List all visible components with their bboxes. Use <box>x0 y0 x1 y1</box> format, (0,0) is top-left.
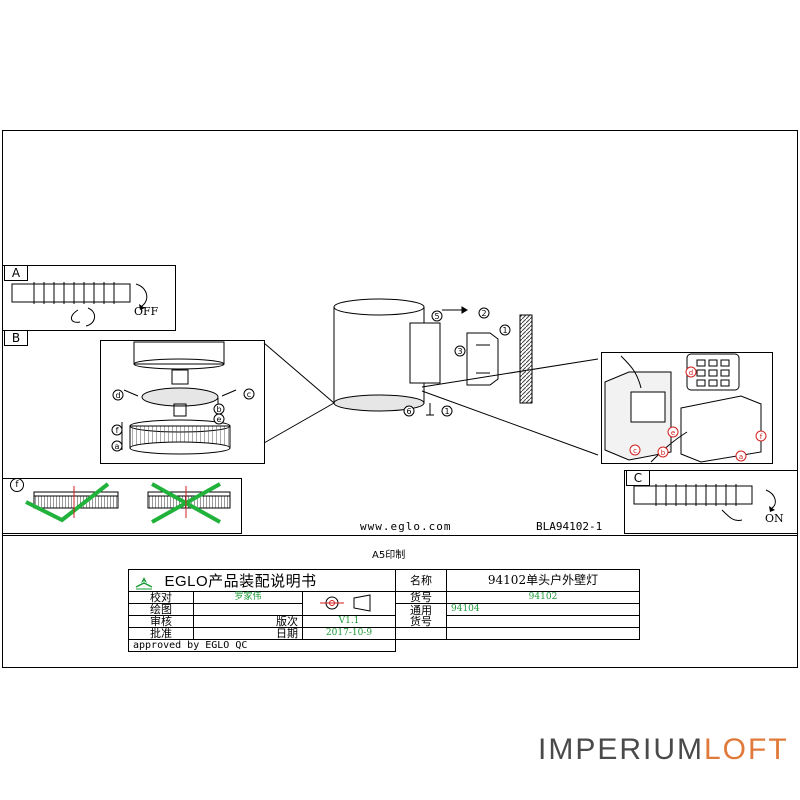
title-block-table: EGLO产品装配说明书 名称 94102单头户外壁灯 校对 罗家伟 货号 941… <box>128 569 640 652</box>
approve-label: 批准 <box>128 627 194 640</box>
callout-b: b <box>213 403 225 415</box>
projection-symbol-icon <box>320 593 371 612</box>
svg-text:f: f <box>116 426 119 435</box>
version-label: 版次 <box>193 615 303 628</box>
print-format-text: A5印制 <box>372 550 406 561</box>
blank-cell-1 <box>395 627 447 640</box>
svg-text:6: 6 <box>406 407 411 416</box>
general-item-label: 货号 <box>410 614 432 628</box>
blank-cell-2 <box>446 627 640 640</box>
off-label: OFF <box>134 305 159 318</box>
terminal-off-diagram <box>11 282 148 327</box>
svg-text:e: e <box>671 429 675 437</box>
svg-text:2: 2 <box>481 309 486 318</box>
date-value: 2017-10-9 <box>302 627 396 640</box>
callout-d: d <box>112 389 124 401</box>
section-c-panel <box>624 470 798 534</box>
lamp-head-exploded-diagram <box>121 341 237 455</box>
incorrect-example <box>147 482 231 524</box>
callout-a: a <box>111 440 123 452</box>
callout-c: c <box>243 388 255 400</box>
general-label: 通用 <box>410 603 432 617</box>
check-icon <box>25 482 110 523</box>
imperiumloft-watermark: IMPERIUMLOFT <box>538 733 789 766</box>
version-value: V1.1 <box>302 615 396 628</box>
svg-text:c: c <box>247 390 251 399</box>
circle-f-label: f <box>10 478 24 492</box>
instruction-sheet <box>2 130 798 668</box>
doc-code-text: BLA94102-1 <box>536 520 603 533</box>
svg-text:1: 1 <box>444 407 449 416</box>
svg-text:1: 1 <box>502 326 507 335</box>
section-b-label: B <box>4 330 28 346</box>
general-item-cell: 通用 货号 <box>395 603 447 628</box>
date-label: 日期 <box>193 627 303 640</box>
callout-f: f <box>111 424 123 436</box>
svg-text:a: a <box>739 453 743 461</box>
svg-text:d: d <box>115 391 120 400</box>
callout-1a: 1 <box>499 324 511 336</box>
section-divider <box>2 535 798 536</box>
svg-text:b: b <box>661 449 666 457</box>
correct-incorrect-diagram <box>25 482 231 524</box>
drawing-value <box>193 603 303 616</box>
document-title: EGLO产品装配说明书 <box>164 573 317 590</box>
svg-text:f: f <box>760 433 763 441</box>
on-label: ON <box>765 512 784 525</box>
svg-text:a: a <box>115 442 120 451</box>
review-label: 审核 <box>128 615 194 628</box>
blank-cell-3 <box>396 640 447 652</box>
callout-2: 2 <box>478 307 490 319</box>
product-name: 94102单头户外壁灯 <box>446 569 640 592</box>
section-a-label: A <box>4 265 28 281</box>
callout-6: 6 <box>403 405 415 417</box>
drawing-label: 绘图 <box>128 603 194 616</box>
svg-text:c: c <box>633 447 637 455</box>
callout-1b: 1 <box>441 405 453 417</box>
junction-box-wiring-diagram: d e b c f a <box>604 353 767 463</box>
callout-5: 5 <box>431 310 443 322</box>
svg-text:e: e <box>217 415 222 424</box>
item-value: 94102 <box>446 591 640 604</box>
item-label: 货号 <box>395 591 447 604</box>
eglo-logo-icon <box>135 577 153 590</box>
approved-by-text: approved by EGLO QC <box>128 639 396 652</box>
callout-3: 3 <box>454 345 466 357</box>
blank-cell-4 <box>447 640 640 652</box>
website-text: www.eglo.com <box>360 520 452 533</box>
svg-text:d: d <box>689 369 693 377</box>
lamp-body-diagram <box>263 298 599 456</box>
name-label: 名称 <box>395 569 447 592</box>
svg-text:b: b <box>216 405 221 414</box>
general-value: 94104 <box>446 603 640 616</box>
callout-e: e <box>213 413 225 425</box>
general-value-blank <box>446 615 640 628</box>
svg-text:3: 3 <box>457 347 462 356</box>
proofread-label: 校对 <box>128 591 194 604</box>
correct-example <box>25 482 119 523</box>
proofread-value: 罗家伟 <box>193 591 303 604</box>
svg-text:5: 5 <box>434 312 439 321</box>
projection-symbol-cell <box>302 591 396 616</box>
terminal-on-diagram <box>633 484 776 521</box>
title-block-header: EGLO产品装配说明书 <box>128 569 396 592</box>
